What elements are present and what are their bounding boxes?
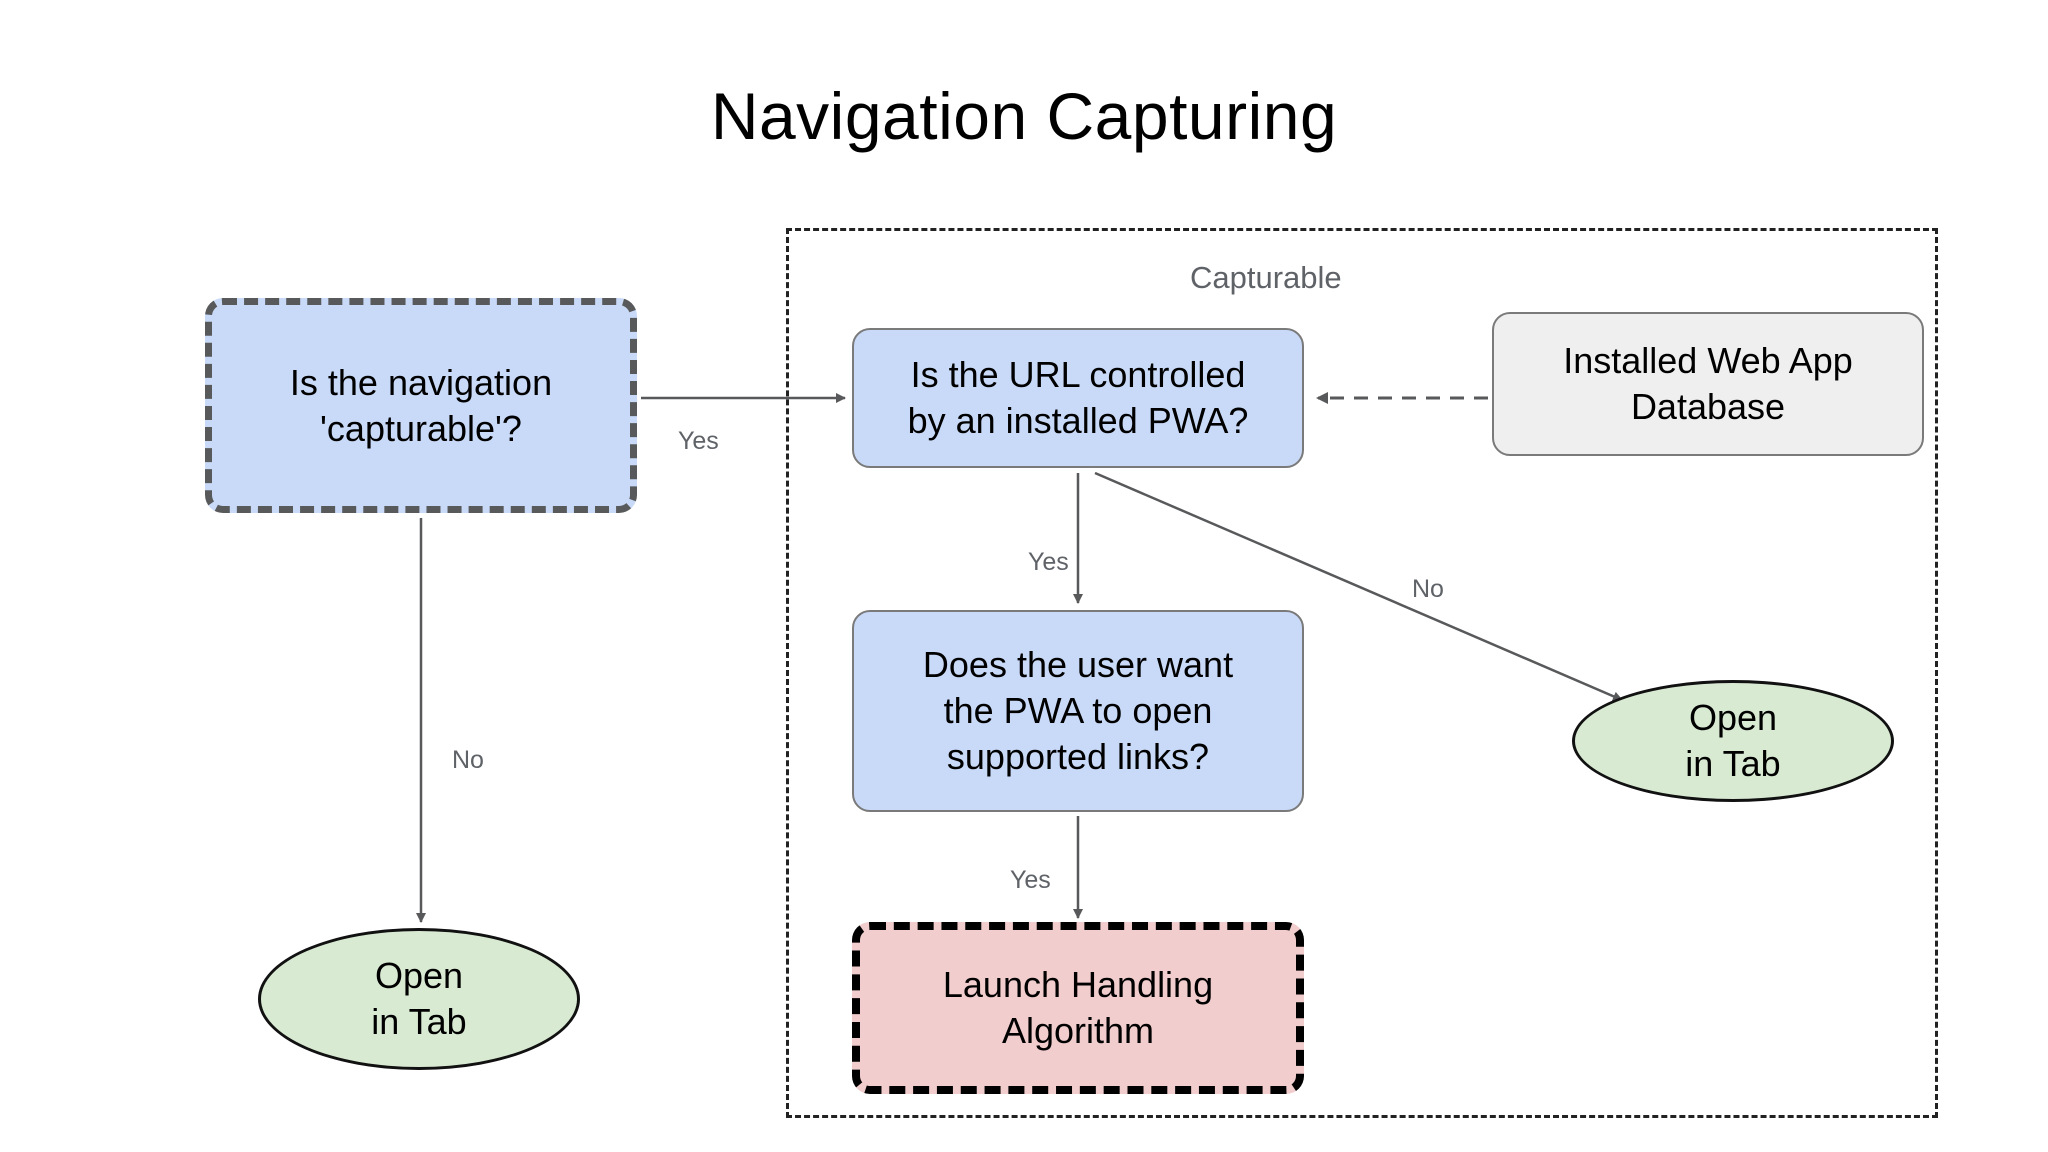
group-container-capturable [786, 228, 1938, 1118]
node-is-url-controlled-by-installed-pwa[interactable]: Is the URL controlled by an installed PW… [852, 328, 1304, 468]
edge-label-yes-capturable: Yes [678, 427, 719, 455]
page-title: Navigation Capturing [710, 79, 1338, 153]
edge-label-no-capturable: No [452, 746, 484, 774]
node-installed-web-app-database[interactable]: Installed Web App Database [1492, 312, 1924, 456]
node-open-in-tab-left[interactable]: Open in Tab [258, 928, 580, 1070]
edge-url-no-to-open-tab [1094, 471, 1623, 702]
edge-label-no-url: No [1412, 575, 1444, 603]
node-launch-handling-algorithm[interactable]: Launch Handling Algorithm [852, 922, 1304, 1094]
node-is-navigation-capturable[interactable]: Is the navigation 'capturable'? [205, 298, 637, 513]
node-open-in-tab-right[interactable]: Open in Tab [1572, 680, 1894, 802]
node-does-user-want-pwa-open-supported-links[interactable]: Does the user want the PWA to open suppo… [852, 610, 1304, 812]
edge-label-yes-url: Yes [1028, 548, 1069, 576]
edge-label-yes-user: Yes [1010, 866, 1051, 894]
group-label-capturable: Capturable [1190, 260, 1342, 295]
